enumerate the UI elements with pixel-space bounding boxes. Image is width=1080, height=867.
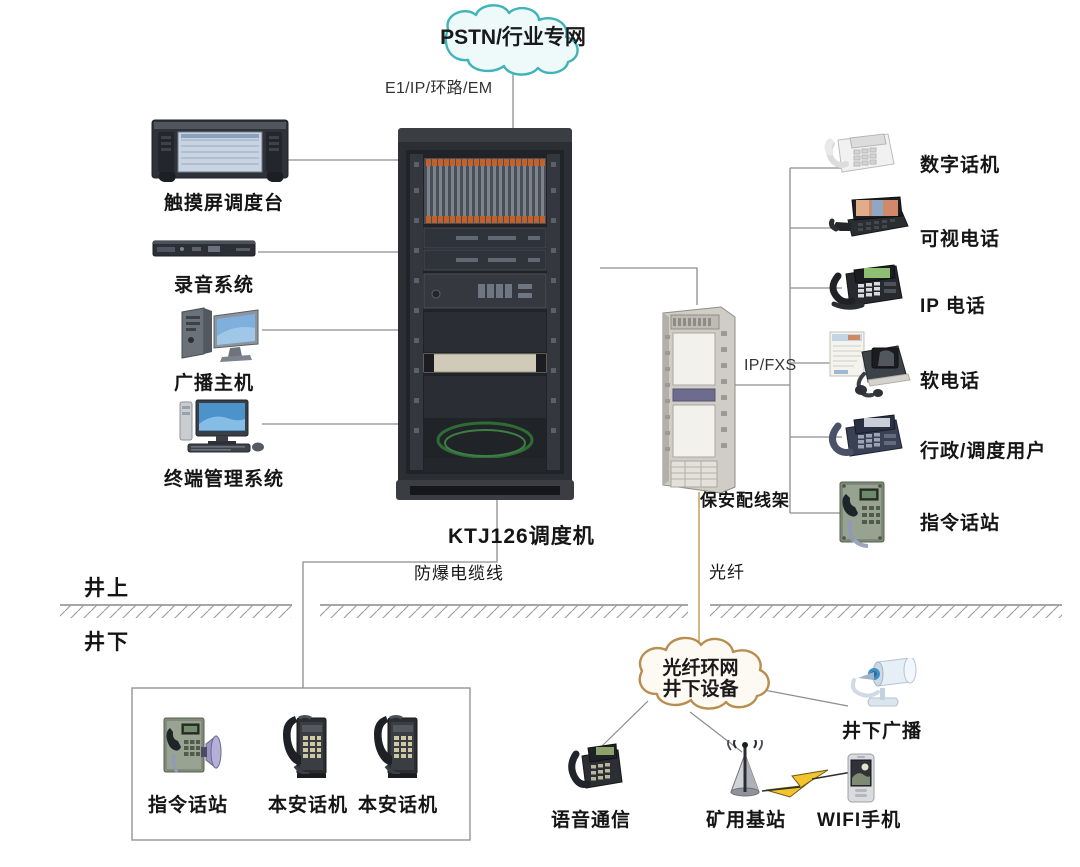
- fiber-ring-cloud-label: 光纤环网 井下设备: [623, 658, 778, 701]
- device-label-broadcast-host: 广播主机: [174, 373, 255, 394]
- pda-phone-icon: [846, 752, 876, 804]
- device-label-soft-phone: 软电话: [920, 371, 981, 392]
- mdf-cabinet: [657, 305, 739, 495]
- device-label-mine-base-station: 矿用基站: [706, 810, 787, 831]
- uplink-label: E1/IP/环路/EM: [385, 80, 493, 97]
- mdf-branch-label: IP/FXS: [744, 357, 797, 374]
- pstn-cloud-label: PSTN/行业专网: [440, 26, 586, 49]
- rack-label: KTJ126调度机: [448, 525, 595, 548]
- ktj126-rack: [396, 128, 574, 500]
- desktop-pc-icon: [176, 396, 272, 458]
- wall-command-phone-horn-icon: [160, 716, 232, 778]
- link-rack-to-mdf: [600, 267, 698, 305]
- device-label-admin-dispatch-user: 行政/调度用户: [920, 441, 1047, 462]
- fiber-ring-cloud-line2: 井下设备: [662, 679, 739, 701]
- device-label-ip-phone: IP 电话: [920, 296, 986, 317]
- optical-fiber-label: 光纤: [709, 563, 745, 582]
- device-label-touch-console: 触摸屏调度台: [164, 193, 285, 214]
- device-label-terminal-mgmt: 终端管理系统: [164, 469, 285, 490]
- device-label-video-phone: 可视电话: [920, 229, 1001, 250]
- device-label-wifi-handset: WIFI手机: [817, 810, 902, 831]
- zone-label-surface: 井上: [84, 577, 130, 600]
- ground-hatch-right: [710, 605, 1062, 618]
- dispatch-console-icon: [150, 118, 290, 184]
- pstn-cloud-icon: [444, 4, 579, 76]
- ground-hatch-left: [60, 605, 292, 618]
- device-label-intrinsic-safe-phone-1: 本安话机: [268, 795, 349, 816]
- device-label-intrinsic-safe-phone-2: 本安话机: [358, 795, 439, 816]
- mine-phone-icon-2: [370, 714, 420, 782]
- ground-line-group: [60, 604, 1062, 618]
- device-label-digital-phone: 数字话机: [920, 155, 1001, 176]
- white-desk-phone-icon: [822, 130, 896, 180]
- device-label-command-station-surface: 指令话站: [920, 513, 1001, 534]
- link-explosion-proof-cable: [302, 500, 498, 688]
- card-ejector-handles-top: [426, 159, 545, 166]
- mine-desk-phone-icon: [568, 738, 626, 796]
- device-label-recorder: 录音系统: [174, 275, 255, 296]
- fiber-ring-cloud-icon: [638, 636, 770, 710]
- device-label-underground-broadcast: 井下广播: [842, 721, 923, 742]
- mdf-label: 保安配线架: [700, 491, 790, 510]
- blue-desk-phone-icon: [826, 410, 906, 462]
- fiber-ring-cloud-line1: 光纤环网: [662, 658, 739, 679]
- antenna-icon: [718, 735, 772, 798]
- softphone-headset-icon: [824, 330, 914, 398]
- zone-label-underground: 井下: [84, 631, 130, 654]
- ground-hatch-mid: [320, 605, 688, 618]
- device-label-voice-comm: 语音通信: [551, 810, 632, 831]
- link-cloud-base-station: [689, 711, 743, 753]
- explosion-proof-cable-label: 防爆电缆线: [414, 564, 504, 583]
- mdf-icon: [662, 306, 736, 494]
- wifi-link-bolt: [761, 769, 853, 798]
- rack-icon: [396, 128, 574, 500]
- video-phone-icon: [828, 196, 912, 244]
- loudspeaker-icon: [848, 656, 924, 710]
- rack-card-shelf: [426, 159, 545, 223]
- wall-command-phone-icon: [834, 480, 890, 550]
- mine-phone-icon-1: [279, 714, 329, 782]
- device-label-command-station-underground: 指令话站: [148, 795, 229, 816]
- black-ip-phone-icon: [824, 258, 904, 314]
- card-ejector-handles-bottom: [426, 216, 545, 223]
- underground-device-group-box: [131, 687, 471, 841]
- rack-recorder-icon: [152, 238, 256, 260]
- tower-pc-icon: [178, 306, 264, 364]
- link-cloud-voice-comm: [599, 700, 649, 749]
